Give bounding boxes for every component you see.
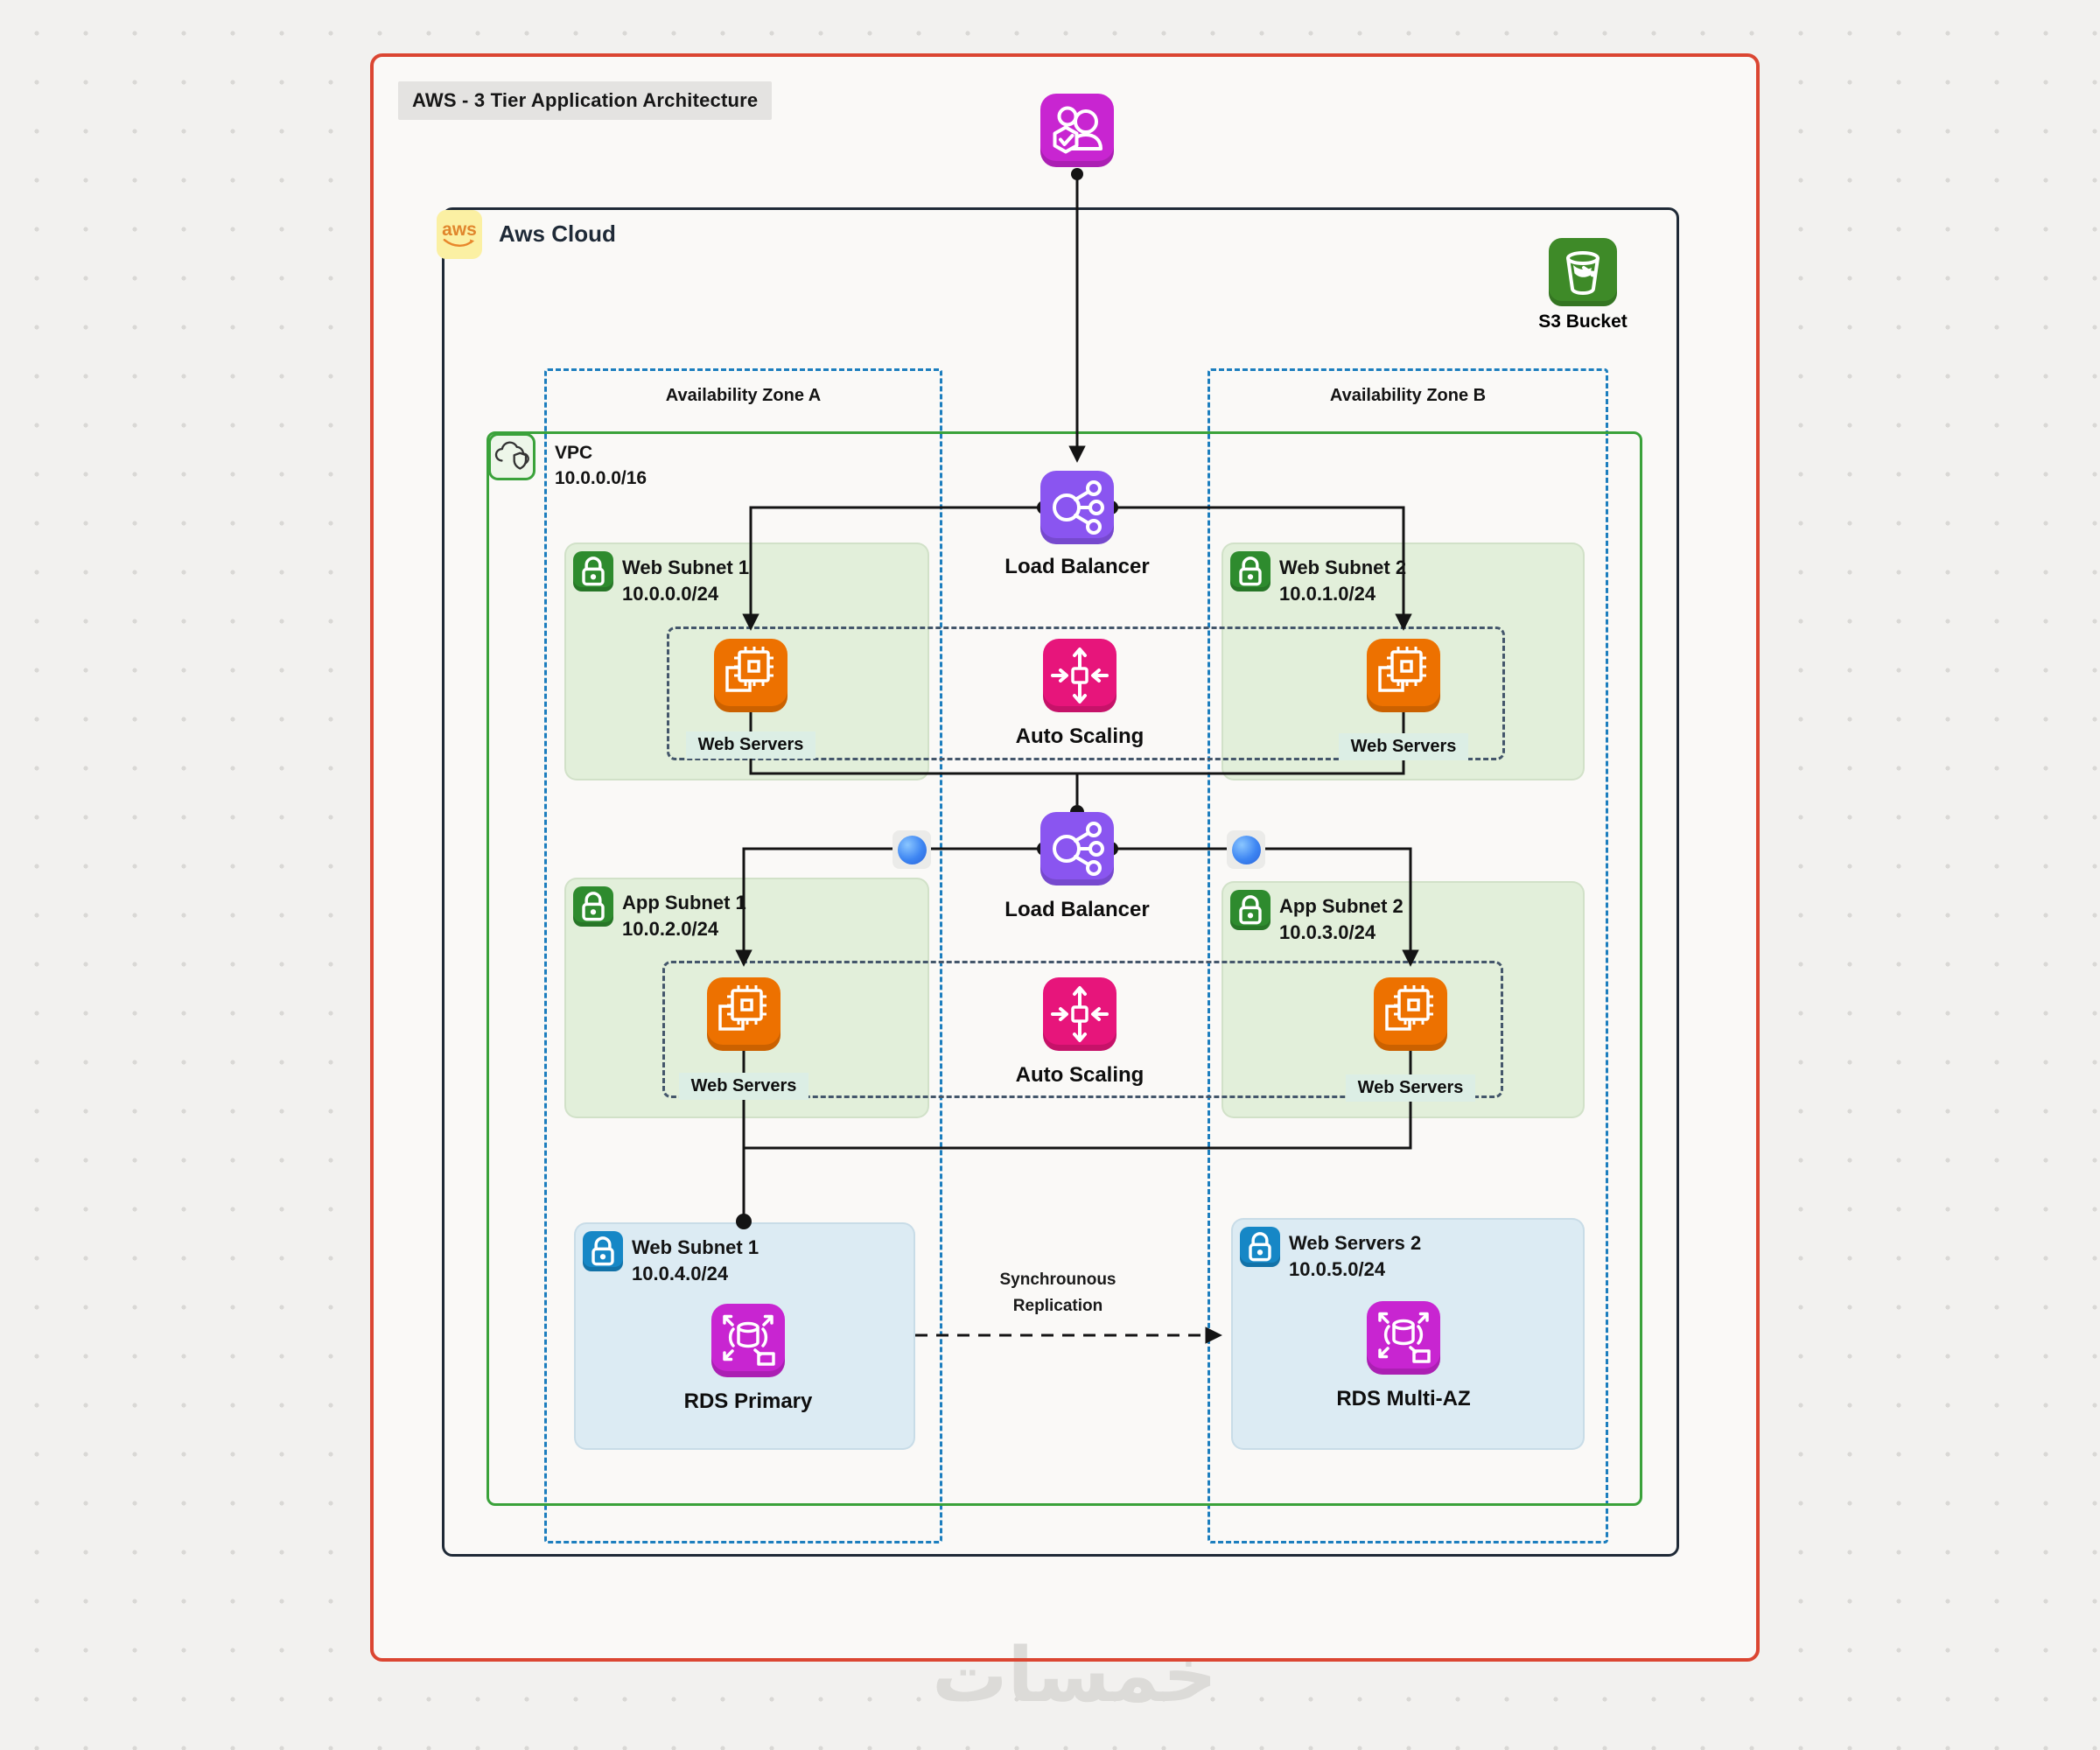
lock-icon <box>1230 890 1270 930</box>
ec2-web-servers-icon <box>1374 977 1447 1051</box>
blue-globe-icon <box>1231 835 1261 864</box>
aws-cloud-container <box>442 207 1679 1557</box>
availability-zone-b-label: Availability Zone B <box>1329 386 1487 405</box>
load-balancer-icon <box>1040 812 1114 886</box>
subnet-name: Web Servers 2 <box>1289 1232 1422 1254</box>
availability-zone-a-label: Availability Zone A <box>665 386 822 405</box>
subnet-cidr: 10.0.1.0/24 <box>1279 583 1376 605</box>
auto-scaling-icon <box>1043 639 1116 712</box>
lb-endpoint-dot <box>1227 830 1265 869</box>
aws-logo-text: aws <box>442 219 477 240</box>
web-servers-label: Web Servers <box>656 1073 831 1100</box>
vpc-container <box>486 431 1642 1506</box>
auto-scaling-app-label: Auto Scaling <box>1015 1063 1144 1087</box>
replication-annotation: Synchrounous Replication <box>927 1267 1189 1320</box>
rds-database-icon <box>1367 1301 1440 1375</box>
load-balancer-icon <box>1040 471 1114 544</box>
subnet-cidr: 10.0.0.0/24 <box>622 583 719 605</box>
aws-cloud-label: Aws Cloud <box>499 220 616 247</box>
diagram-title: AWS - 3 Tier Application Architecture <box>398 81 773 120</box>
rds-multi-az-label: RDS Multi-AZ <box>1336 1387 1471 1410</box>
s3-bucket-label: S3 Bucket <box>1538 312 1628 332</box>
lock-icon <box>1230 551 1270 592</box>
replication-line-1: Synchrounous <box>999 1270 1116 1289</box>
lock-icon <box>1240 1227 1280 1267</box>
blue-globe-icon <box>897 835 927 864</box>
load-balancer-app-label: Load Balancer <box>1004 898 1150 921</box>
subnet-name: App Subnet 2 <box>1279 895 1404 917</box>
vpc-icon <box>488 433 536 480</box>
s3-bucket-icon <box>1549 238 1617 306</box>
vpc-cidr: 10.0.0.0/16 <box>555 468 648 488</box>
subnet-cidr: 10.0.2.0/24 <box>622 918 719 940</box>
auto-scaling-icon <box>1043 977 1116 1051</box>
lock-icon <box>583 1231 623 1271</box>
watermark-text: خمسات <box>932 1632 1217 1719</box>
ec2-web-servers-icon <box>707 977 780 1051</box>
subnet-name: Web Subnet 2 <box>1279 556 1407 578</box>
subnet-cidr: 10.0.4.0/24 <box>632 1263 729 1284</box>
auto-scaling-web-label: Auto Scaling <box>1015 724 1144 748</box>
aws-smile-icon <box>443 238 475 247</box>
lock-icon <box>573 886 613 927</box>
ec2-web-servers-icon <box>1367 639 1440 712</box>
load-balancer-web-label: Load Balancer <box>1004 555 1150 578</box>
ec2-web-servers-icon <box>714 639 788 712</box>
replication-line-2: Replication <box>1012 1297 1103 1315</box>
subnet-name: Web Subnet 1 <box>622 556 750 578</box>
aws-logo: aws <box>437 210 482 259</box>
rds-database-icon <box>711 1304 785 1377</box>
subnet-name: Web Subnet 1 <box>632 1236 760 1258</box>
vpc-label: VPC <box>555 443 593 463</box>
subnet-name: App Subnet 1 <box>622 892 746 914</box>
lb-endpoint-dot <box>892 830 931 869</box>
rds-primary-label: RDS Primary <box>683 1390 813 1413</box>
diagram-outer-border <box>370 53 1760 1662</box>
users-icon <box>1040 94 1114 167</box>
web-servers-label: Web Servers <box>1316 733 1491 760</box>
vpc-label-group: VPC 10.0.0.0/16 <box>555 440 647 491</box>
web-servers-label: Web Servers <box>1323 1074 1498 1102</box>
subnet-cidr: 10.0.3.0/24 <box>1279 921 1376 943</box>
lock-icon <box>573 551 613 592</box>
web-servers-label: Web Servers <box>663 732 838 759</box>
db-subnet-1: Web Subnet 1 10.0.4.0/24 <box>574 1222 915 1450</box>
subnet-cidr: 10.0.5.0/24 <box>1289 1258 1386 1280</box>
